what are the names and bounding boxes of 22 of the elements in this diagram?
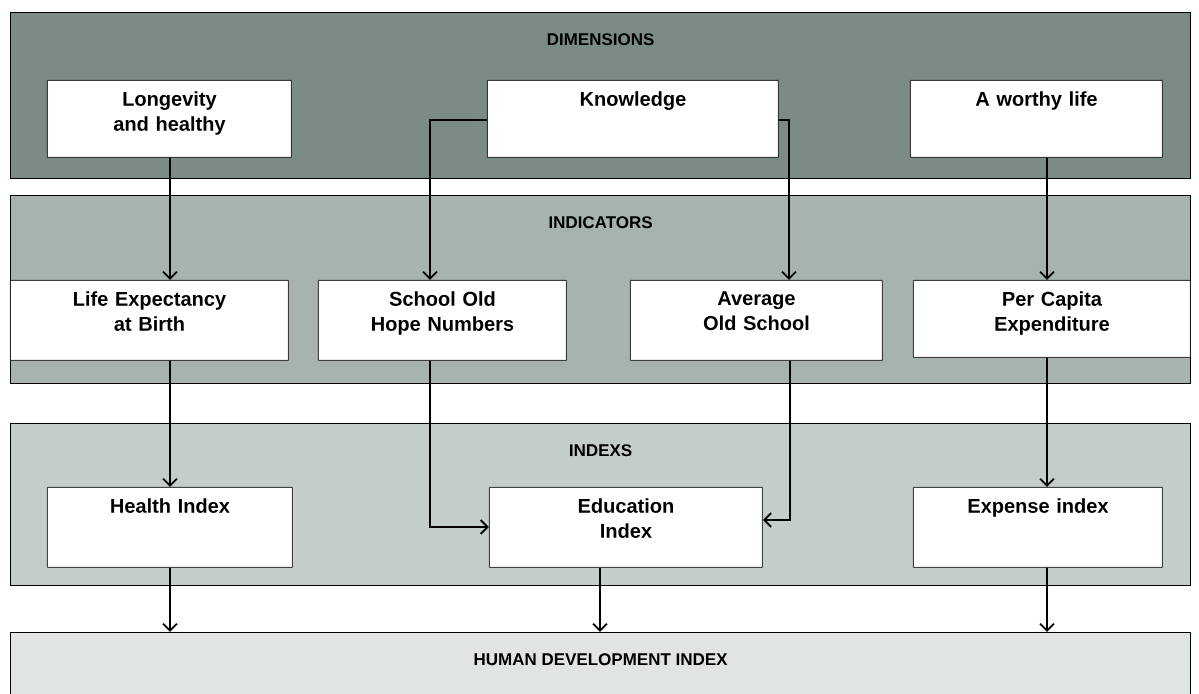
text-box: Health Index bbox=[47, 487, 293, 568]
text-box: A worthy life bbox=[910, 80, 1163, 158]
band: HUMAN DEVELOPMENT INDEX bbox=[10, 632, 1191, 694]
arrow bbox=[1039, 356, 1055, 487]
text-box: School Old Hope Numbers bbox=[318, 280, 567, 361]
text-box: Education Index bbox=[489, 487, 763, 568]
arrow bbox=[162, 156, 178, 280]
arrow bbox=[162, 359, 178, 487]
arrow bbox=[1039, 156, 1055, 280]
text-box: Per Capita Expenditure bbox=[913, 280, 1191, 358]
arrow bbox=[422, 119, 488, 280]
text-box: Expense index bbox=[913, 487, 1163, 568]
arrow bbox=[762, 359, 791, 528]
arrow bbox=[429, 359, 489, 535]
text-box: Average Old School bbox=[630, 280, 883, 361]
arrow bbox=[777, 119, 797, 280]
arrow bbox=[1039, 566, 1055, 632]
arrow bbox=[592, 566, 608, 632]
arrow bbox=[162, 566, 178, 632]
text-box: Longevity and healthy bbox=[47, 80, 292, 158]
text-box: Knowledge bbox=[487, 80, 779, 158]
text-box: Life Expectancy at Birth bbox=[10, 280, 289, 361]
